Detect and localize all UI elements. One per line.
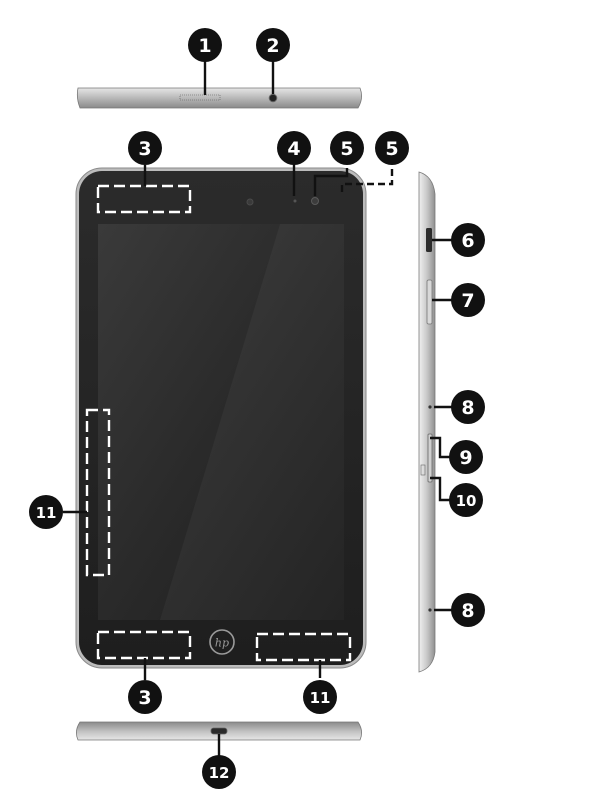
callout-6-label: 6 xyxy=(461,230,474,252)
antenna-region-left xyxy=(85,408,111,577)
side-view xyxy=(418,171,436,673)
front-camera xyxy=(311,197,319,205)
audio-jack xyxy=(268,93,278,103)
microphone-bottom xyxy=(428,608,432,612)
speaker-region-top xyxy=(96,184,192,214)
callout-9-label: 9 xyxy=(459,447,472,469)
callout-12-bubble xyxy=(202,755,236,789)
callout-3-top-label: 3 xyxy=(138,138,151,160)
volume-button xyxy=(426,279,433,325)
callout-10: 10 xyxy=(449,483,483,517)
callout-11-left: 11 xyxy=(29,495,63,529)
hp-logo-text: hp xyxy=(215,637,229,650)
callout-3-bottom-label: 3 xyxy=(138,687,151,709)
antenna-region-bottom xyxy=(255,632,352,662)
callout-8-bottom-bubble xyxy=(451,593,485,627)
bottom-edge-view xyxy=(76,721,362,741)
power-button xyxy=(426,228,432,252)
callout-11-bottom: 11 xyxy=(303,680,337,714)
hp-logo-icon xyxy=(209,629,235,655)
callout-5a-label: 5 xyxy=(340,138,353,160)
callout-11-bottom-label: 11 xyxy=(310,689,331,707)
callout-8-bottom-label: 8 xyxy=(461,600,474,622)
callout-9-bubble xyxy=(449,440,483,474)
callout-5b-label: 5 xyxy=(385,138,398,160)
callout-12: 12 xyxy=(202,755,236,789)
speaker-grille xyxy=(179,94,221,101)
callout-3-bottom: 3 xyxy=(128,680,162,714)
callout-4: 4 xyxy=(277,131,311,165)
callout-1-bubble xyxy=(188,28,222,62)
callout-2-label: 2 xyxy=(266,35,279,57)
callout-2: 2 xyxy=(256,28,290,62)
callout-8-top-bubble xyxy=(451,390,485,424)
callout-1: 1 xyxy=(188,28,222,62)
callout-5b: 5 xyxy=(375,131,409,165)
callout-2-bubble xyxy=(256,28,290,62)
callout-7-bubble xyxy=(451,283,485,317)
card-slot xyxy=(427,433,433,483)
callout-11-bottom-bubble xyxy=(303,680,337,714)
callout-6: 6 xyxy=(451,223,485,257)
callout-3-top: 3 xyxy=(128,131,162,165)
callout-12-label: 12 xyxy=(209,764,230,782)
callout-5a-bubble xyxy=(330,131,364,165)
usb-port xyxy=(210,727,228,735)
light-indicator xyxy=(293,199,297,203)
callout-4-bubble xyxy=(277,131,311,165)
callout-8-top-label: 8 xyxy=(461,397,474,419)
callout-1-label: 1 xyxy=(198,35,211,57)
callout-10-bubble xyxy=(449,483,483,517)
top-edge-body xyxy=(76,87,362,109)
top-edge-view xyxy=(76,87,362,109)
callout-9: 9 xyxy=(449,440,483,474)
screen-reflection xyxy=(160,224,344,620)
callout-4-label: 4 xyxy=(287,138,300,160)
front-view: hp xyxy=(75,167,394,669)
camera-region-outline xyxy=(340,168,394,192)
callout-11-left-label: 11 xyxy=(36,504,57,522)
callout-7-label: 7 xyxy=(461,290,474,312)
microphone-top xyxy=(428,405,432,409)
leader-lines xyxy=(63,58,453,760)
callout-10-label: 10 xyxy=(456,492,477,510)
callout-8-top: 8 xyxy=(451,390,485,424)
callout-11-left-bubble xyxy=(29,495,63,529)
callout-6-bubble xyxy=(451,223,485,257)
callout-3-bottom-bubble xyxy=(128,680,162,714)
sim-slot-marking xyxy=(420,464,426,476)
callout-5a: 5 xyxy=(330,131,364,165)
callout-3-top-bubble xyxy=(128,131,162,165)
tablet-screen xyxy=(98,224,344,620)
callout-8-bottom: 8 xyxy=(451,593,485,627)
callout-7: 7 xyxy=(451,283,485,317)
ambient-sensor xyxy=(246,198,254,206)
callout-5b-bubble xyxy=(375,131,409,165)
